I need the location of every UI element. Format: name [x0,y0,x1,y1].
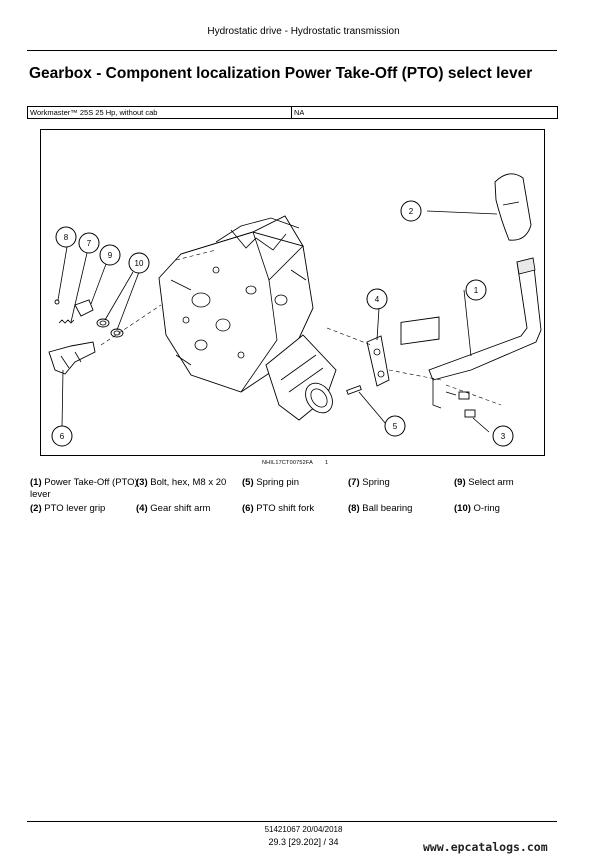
page-title: Gearbox - Component localization Power T… [29,65,533,82]
legend-item: (6) PTO shift fork [242,503,315,514]
spring-pin-drawing [346,385,362,395]
watermark-text: www.epcatalogs.com [423,840,548,854]
svg-text:1: 1 [474,286,479,295]
callout-9: 9 [99,244,121,266]
gear-shift-arm-drawing [366,335,390,387]
callout-1: 1 [465,279,487,301]
legend-item: (8) Ball bearing [348,503,413,514]
callout-3: 3 [492,425,514,447]
svg-text:7: 7 [87,239,92,248]
document-reference: 51421067 20/04/2018 [264,825,343,834]
pto-shift-fork-drawing [48,341,96,375]
callout-8: 8 [55,226,77,248]
callout-2: 2 [400,200,422,222]
legend-item: (5) Spring pin [242,477,300,488]
svg-text:10: 10 [135,259,144,268]
bolts-drawing [445,391,476,418]
legend-item: (9) Select arm [454,477,514,488]
figure-number: 1 [325,460,329,466]
component-drawing: 1 2 3 4 5 6 7 8 9 10 [48,173,542,447]
applicability-value: NA [294,108,305,117]
legend-item: (1) Power Take-Off (PTO) lever [30,477,138,500]
header-rule [27,50,557,51]
footer-rule [27,821,557,822]
callout-10: 10 [128,252,150,274]
svg-text:2: 2 [409,207,414,216]
figure-caption: NHIL17CT00752FA 1 [262,460,328,466]
callout-6: 6 [51,425,73,447]
pto-lever-grip-drawing [494,173,532,241]
running-header: Hydrostatic drive - Hydrostatic transmis… [207,26,400,37]
svg-text:8: 8 [64,233,69,242]
svg-text:4: 4 [375,295,380,304]
pto-lever-drawing [400,257,542,409]
svg-text:5: 5 [393,422,398,431]
legend-item: (3) Bolt, hex, M8 x 20 [136,477,227,488]
figure-code: NHIL17CT00752FA [262,460,313,466]
svg-text:9: 9 [108,251,113,260]
legend-item: (2) PTO lever grip [30,503,106,514]
gearbox-housing-drawing [158,215,337,421]
svg-text:6: 6 [60,432,65,441]
page-number: 29.3 [29.202] / 34 [268,837,339,847]
callout-4: 4 [366,288,388,310]
callout-5: 5 [384,415,406,437]
applicability-table: Workmaster™ 25S 25 Hp, without cab NA [27,106,558,119]
applicability-model: Workmaster™ 25S 25 Hp, without cab [28,107,292,118]
exploded-view-figure: 1 2 3 4 5 6 7 8 9 10 [40,129,545,456]
small-parts-drawing [54,299,124,338]
legend-item: (7) Spring [348,477,390,488]
svg-text:3: 3 [501,432,506,441]
legend-item: (4) Gear shift arm [136,503,211,514]
callout-7: 7 [78,232,100,254]
legend-item: (10) O-ring [454,503,500,514]
